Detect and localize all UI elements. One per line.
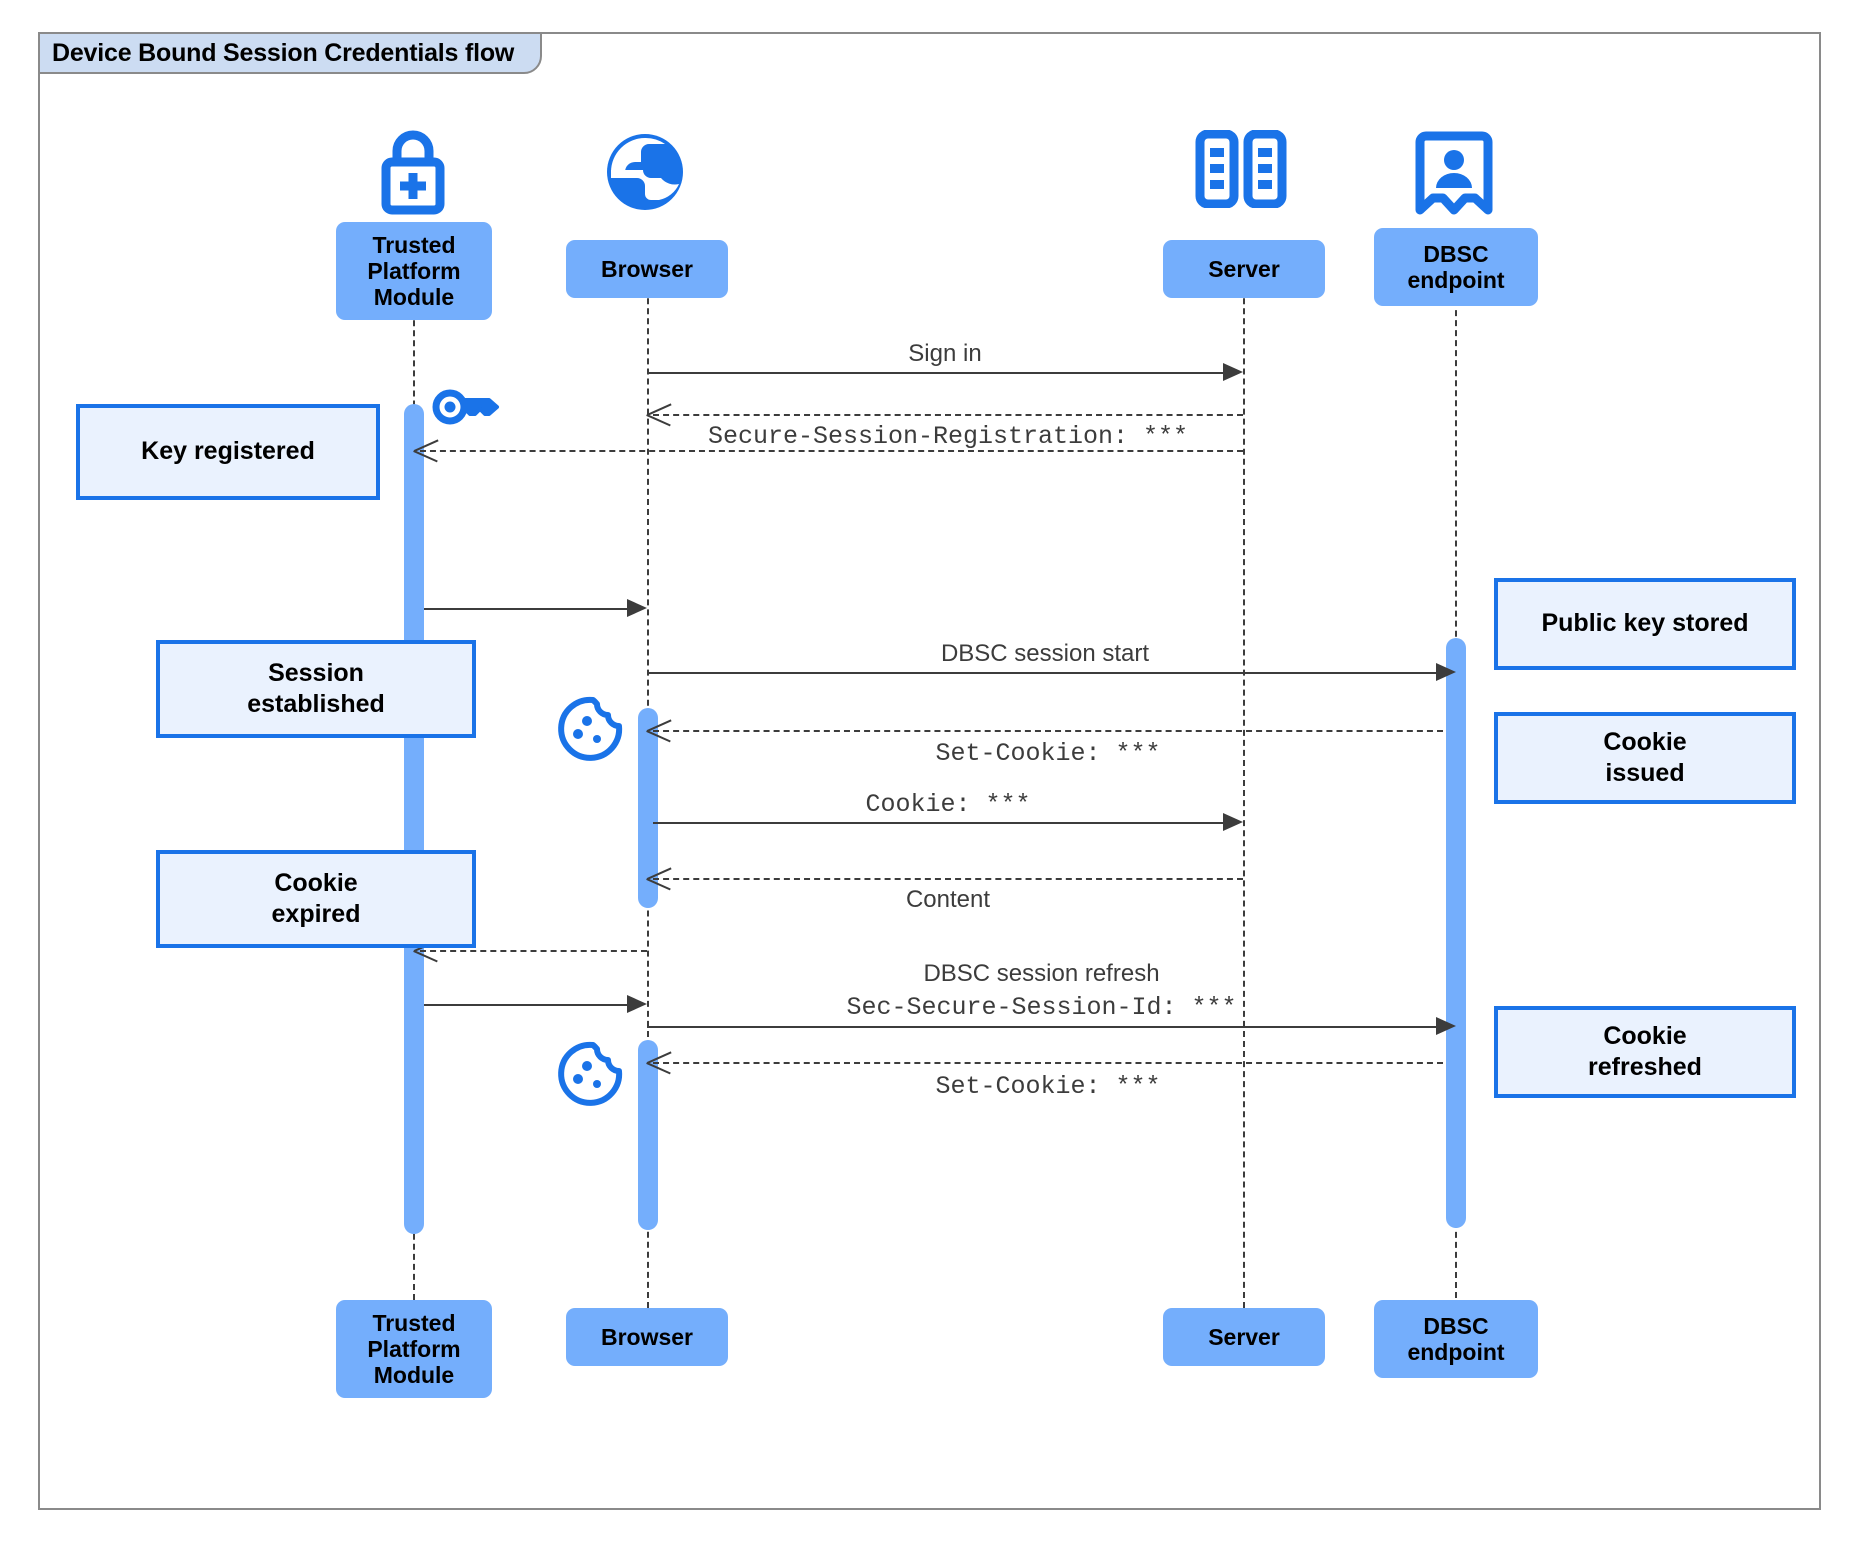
message-line-dbsc-session-start (647, 672, 1436, 674)
message-line-cookie (653, 822, 1223, 824)
message-label-set-cookie-2: Set-Cookie: *** (935, 1072, 1161, 1101)
note-cookie-issued: Cookie issued (1494, 712, 1796, 804)
message-label-dbsc-session-start: DBSC session start (940, 640, 1150, 667)
message-line-content (653, 878, 1243, 880)
participant-label: DBSC endpoint (1407, 1312, 1505, 1365)
participant-label: Trusted Platform Module (367, 1309, 461, 1389)
activation-bar-browser-1 (638, 708, 658, 908)
note-cookie-refreshed: Cookie refreshed (1494, 1006, 1796, 1098)
participant-server-top[interactable]: Server (1163, 240, 1325, 298)
key-icon (432, 386, 506, 433)
message-label-secure-session-registration: Secure-Session-Registration: *** (707, 422, 1189, 451)
id-badge-icon (1414, 130, 1494, 221)
activation-bar-browser-2 (638, 1040, 658, 1230)
padlock-plus-icon (369, 125, 457, 222)
note-public-key-stored: Public key stored (1494, 578, 1796, 670)
participant-label: Browser (600, 1323, 694, 1350)
participant-label: DBSC endpoint (1407, 240, 1505, 293)
arrowhead-tpm-to-browser-2 (627, 995, 647, 1013)
note-text: Key registered (141, 437, 315, 466)
diagram-title-tab: Device Bound Session Credentials flow (38, 32, 543, 74)
cookie-icon (556, 1040, 624, 1113)
message-line-browser-to-tpm (420, 950, 647, 952)
participant-dbsc-bottom[interactable]: DBSC endpoint (1374, 1300, 1538, 1378)
message-line-secure-session-registration (653, 414, 1243, 416)
note-cookie-expired: Cookie expired (156, 850, 476, 948)
note-text: Session established (247, 658, 385, 719)
participant-browser-bottom[interactable]: Browser (566, 1308, 728, 1366)
globe-icon (601, 128, 689, 221)
message-line-server-to-tpm (420, 450, 1243, 452)
message-line-tpm-to-browser-1 (424, 608, 627, 610)
participant-browser-top[interactable]: Browser (566, 240, 728, 298)
message-line-set-cookie-2 (653, 1062, 1443, 1064)
message-line-dbsc-session-refresh (647, 1026, 1436, 1028)
participant-dbsc-top[interactable]: DBSC endpoint (1374, 228, 1538, 306)
arrowhead-dbsc-session-start (1436, 663, 1456, 681)
arrowhead-server-to-tpm (413, 438, 439, 464)
server-rack-icon (1194, 129, 1288, 213)
note-session-established: Session established (156, 640, 476, 738)
arrowhead-tpm-to-browser-1 (627, 599, 647, 617)
participant-tpm-bottom[interactable]: Trusted Platform Module (336, 1300, 492, 1398)
note-key-registered: Key registered (76, 404, 380, 500)
participant-label: Trusted Platform Module (367, 231, 461, 311)
message-line-tpm-to-browser-2 (424, 1004, 627, 1006)
activation-bar-dbsc (1446, 638, 1466, 1228)
arrowhead-cookie (1223, 813, 1243, 831)
note-text: Cookie refreshed (1588, 1021, 1702, 1082)
lifeline-server (1243, 248, 1245, 1308)
cookie-icon (556, 695, 624, 768)
message-label-set-cookie-1: Set-Cookie: *** (935, 739, 1161, 768)
arrowhead-dbsc-session-refresh (1436, 1017, 1456, 1035)
message-label-cookie: Cookie: *** (865, 790, 1031, 819)
message-label-sec-secure-session-id: Sec-Secure-Session-Id: *** (846, 993, 1237, 1022)
participant-server-bottom[interactable]: Server (1163, 1308, 1325, 1366)
message-label-dbsc-session-refresh: DBSC session refresh (923, 960, 1160, 987)
participant-tpm-top[interactable]: Trusted Platform Module (336, 222, 492, 320)
participant-label: Server (1208, 255, 1280, 282)
activation-bar-tpm (404, 404, 424, 1234)
note-text: Cookie issued (1603, 727, 1687, 788)
message-label-sign-in: Sign in (908, 340, 982, 367)
diagram-title: Device Bound Session Credentials flow (52, 38, 515, 67)
message-line-set-cookie-1 (653, 730, 1443, 732)
note-text: Public key stored (1541, 609, 1749, 638)
message-label-content: Content (905, 886, 991, 913)
note-text: Cookie expired (271, 868, 361, 929)
arrowhead-sign-in (1223, 363, 1243, 381)
participant-label: Server (1208, 1323, 1280, 1350)
participant-label: Browser (600, 255, 694, 282)
message-line-sign-in (647, 372, 1223, 374)
